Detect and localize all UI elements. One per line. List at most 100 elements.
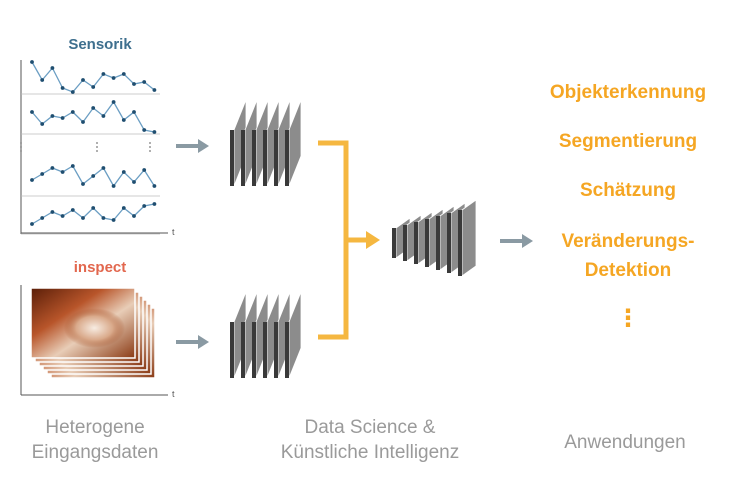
cnn-layers-icon <box>392 199 477 277</box>
sensor-point <box>91 106 96 110</box>
sensor-point <box>40 172 45 176</box>
cnn-layer-face <box>263 130 267 186</box>
output-column-title: Anwendungen <box>564 432 686 453</box>
cnn-layer-face <box>392 228 396 258</box>
sensor-point <box>111 100 116 104</box>
cnn-layers-icon <box>230 291 302 379</box>
application-item: Segmentierung <box>558 131 698 152</box>
sensor-point <box>91 174 96 178</box>
cnn-layer-face <box>285 322 289 378</box>
model-column-title: Data Science & Künstliche Intelligenz <box>280 417 460 463</box>
sensor-point <box>121 118 126 122</box>
sensor-point <box>60 86 65 90</box>
sensor-point <box>142 168 147 172</box>
image-stack-panel: t <box>20 285 175 399</box>
image-time-label: t <box>172 389 175 399</box>
input-column-title: Heterogene Eingangsdaten <box>31 417 159 463</box>
sensor-point <box>40 78 45 82</box>
vertical-ellipsis-icon: ⋮ <box>616 305 640 332</box>
cnn-layers-icon <box>230 99 302 187</box>
sensor-point <box>81 182 85 186</box>
sensor-point <box>70 164 75 168</box>
application-item: Schätzung <box>579 180 677 201</box>
cnn-layer-face <box>447 213 451 273</box>
fusion-arrowhead <box>366 231 380 249</box>
sensor-point <box>81 216 85 220</box>
right-arrow-icon <box>500 234 533 248</box>
sensor-title: Sensorik <box>68 36 132 53</box>
cnn-layer-face <box>274 322 278 378</box>
sensor-point <box>30 60 34 64</box>
sensor-point <box>40 122 45 126</box>
cnn-layer-face <box>285 130 289 186</box>
cnn-layer-face <box>414 222 418 264</box>
sensor-point <box>121 206 126 210</box>
cnn-layer-face <box>241 130 245 186</box>
cnn-layer-side <box>288 291 302 379</box>
sensor-point <box>132 110 136 114</box>
sensor-point <box>142 128 147 132</box>
sensor-point <box>132 82 136 86</box>
sensor-time-label: t <box>172 227 175 237</box>
sensor-point <box>152 130 157 134</box>
sensor-point <box>70 208 75 212</box>
right-arrow-icon <box>176 335 209 349</box>
sensor-point <box>101 114 106 118</box>
sensor-point <box>101 216 106 220</box>
cnn-layer-face <box>230 322 234 378</box>
sensor-point <box>152 184 157 188</box>
cnn-layer-face <box>274 130 278 186</box>
sensor-gap-dots <box>20 142 151 152</box>
sensor-point <box>132 180 136 184</box>
image-frame <box>30 287 136 359</box>
cnn-layer-face <box>252 130 256 186</box>
sensor-point <box>70 90 75 94</box>
sensor-point <box>50 66 55 70</box>
sensor-point <box>91 85 96 89</box>
application-item: Veränderungs- <box>561 231 695 252</box>
sensor-point <box>50 210 55 214</box>
cnn-layer-face <box>436 216 440 270</box>
fusion-connector <box>318 140 368 340</box>
sensor-point <box>101 72 106 76</box>
sensor-point <box>132 214 136 218</box>
cnn-layer-face <box>425 219 429 267</box>
sensor-point <box>30 110 34 114</box>
sensor-point <box>81 120 85 124</box>
sensor-point <box>121 170 126 174</box>
sensor-point <box>111 184 116 188</box>
sensor-point <box>70 110 75 114</box>
image-title: inspect <box>73 259 127 276</box>
application-item: Detektion <box>584 260 672 281</box>
sensor-point <box>60 170 65 174</box>
sensor-point <box>111 218 116 222</box>
sensor-point <box>50 166 55 170</box>
sensor-point <box>101 166 106 170</box>
sensor-point <box>121 72 126 76</box>
sensor-point <box>50 114 55 118</box>
sensor-point <box>152 202 157 206</box>
cnn-layer-face <box>403 225 407 261</box>
sensor-point <box>142 204 147 208</box>
sensor-point <box>40 216 45 220</box>
cnn-layer-face <box>252 322 256 378</box>
sensor-point <box>91 206 96 210</box>
sensor-timeseries-panel: t <box>20 60 175 237</box>
sensor-point <box>142 80 147 84</box>
cnn-layer-face <box>263 322 267 378</box>
sensor-point <box>60 116 65 120</box>
cnn-layer-side <box>288 99 302 187</box>
cnn-layer-face <box>230 130 234 186</box>
right-arrow-icon <box>176 139 209 153</box>
application-item: Objekterkennung <box>549 82 707 103</box>
cnn-layer-face <box>458 210 462 276</box>
sensor-point <box>81 78 85 82</box>
cnn-layer-face <box>241 322 245 378</box>
sensor-point <box>60 214 65 218</box>
sensor-point <box>152 88 157 92</box>
sensor-point <box>111 76 116 80</box>
sensor-point <box>30 178 34 182</box>
cnn-layer-side <box>461 199 477 277</box>
sensor-point <box>30 222 34 226</box>
